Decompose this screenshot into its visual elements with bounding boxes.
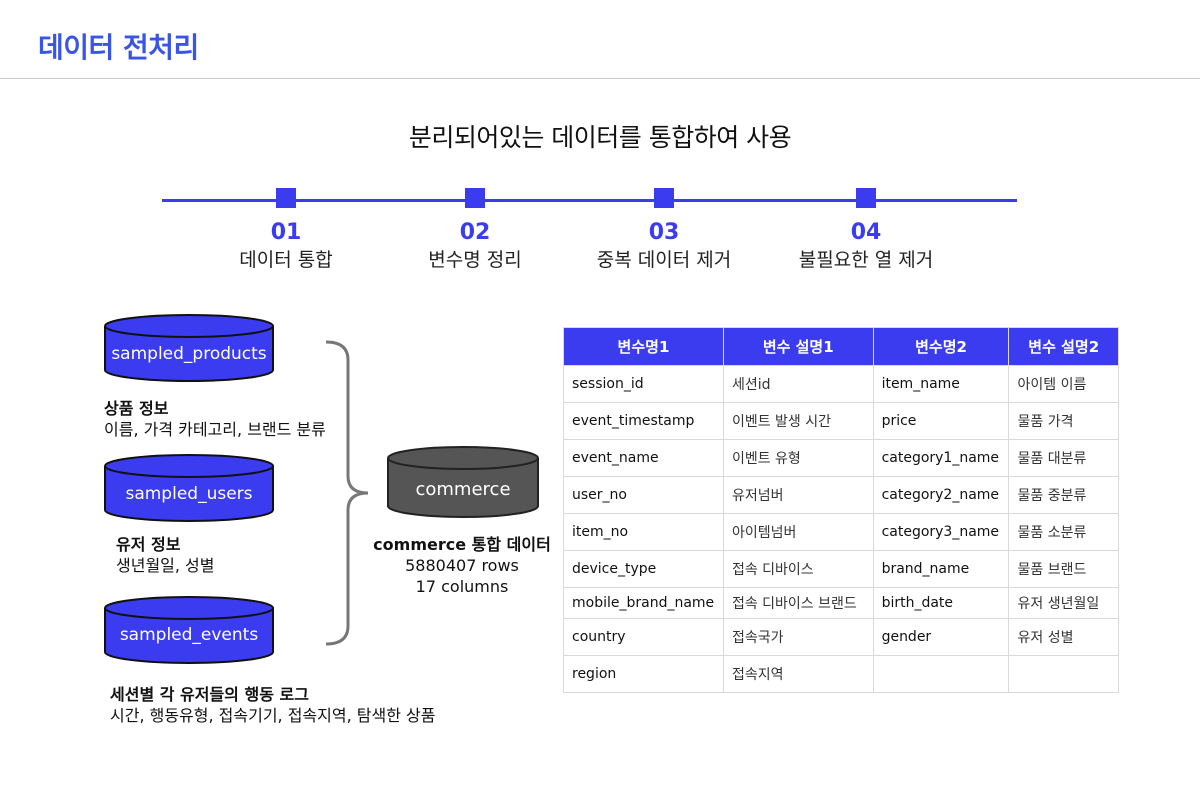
step-label: 불필요한 열 제거 <box>798 249 934 271</box>
description-detail: 시간, 행동유형, 접속기기, 접속지역, 탐색한 상품 <box>110 706 436 725</box>
table-cell <box>872 655 1010 693</box>
description-detail: 이름, 가격 카테고리, 브랜드 분류 <box>104 420 326 439</box>
step-3: 03 중복 데이터 제거 <box>564 188 764 272</box>
table-cell: gender <box>872 618 1010 656</box>
table-cell: 물품 중분류 <box>1008 476 1119 514</box>
step-marker <box>465 188 485 208</box>
table-cell: device_type <box>563 550 724 588</box>
commerce-rows: 5880407 rows <box>405 556 519 575</box>
merge-bracket-icon <box>322 340 372 650</box>
table-cell: item_no <box>563 513 724 551</box>
table-cell: 접속 디바이스 브랜드 <box>722 587 874 619</box>
users-database-icon: sampled_users <box>104 454 274 524</box>
table-cell: user_no <box>563 476 724 514</box>
table-cell: category3_name <box>872 513 1010 551</box>
step-marker <box>654 188 674 208</box>
table-row: mobile_brand_name 접속 디바이스 브랜드 birth_date… <box>563 587 1119 619</box>
table-cell: region <box>563 655 724 693</box>
description-title: 상품 정보 <box>104 399 169 418</box>
database-label: sampled_events <box>119 625 259 645</box>
step-number: 03 <box>648 220 680 245</box>
table-cell: 이벤트 발생 시간 <box>722 402 874 440</box>
table-row: country 접속국가 gender 유저 성별 <box>563 618 1119 656</box>
step-4: 04 불필요한 열 제거 <box>766 188 966 272</box>
timeline-line <box>162 199 1017 202</box>
table-cell: 접속국가 <box>722 618 874 656</box>
step-marker <box>276 188 296 208</box>
table-row: user_no 유저넘버 category2_name 물품 중분류 <box>563 476 1119 514</box>
step-number: 04 <box>850 220 882 245</box>
table-cell: 물품 소분류 <box>1008 513 1119 551</box>
column-header: 변수 설명1 <box>722 327 874 366</box>
table-cell: 물품 가격 <box>1008 402 1119 440</box>
table-cell: 유저 성별 <box>1008 618 1119 656</box>
table-row: event_name 이벤트 유형 category1_name 물품 대분류 <box>563 439 1119 477</box>
events-description: 세션별 각 유저들의 행동 로그 시간, 행동유형, 접속기기, 접속지역, 탐… <box>110 684 435 726</box>
table-cell: birth_date <box>872 587 1010 619</box>
table-row: device_type 접속 디바이스 brand_name 물품 브랜드 <box>563 550 1119 588</box>
step-1: 01 데이터 통합 <box>186 188 386 272</box>
page-title: 데이터 전처리 <box>38 31 199 64</box>
description-title: 세션별 각 유저들의 행동 로그 <box>110 685 309 704</box>
database-label: commerce <box>415 479 511 500</box>
table-cell: 유저넘버 <box>722 476 874 514</box>
table-cell: 세션id <box>722 365 874 403</box>
table-cell: category2_name <box>872 476 1010 514</box>
section-subtitle: 분리되어있는 데이터를 통합하여 사용 <box>408 123 792 152</box>
description-detail: 생년월일, 성별 <box>116 556 215 575</box>
step-2: 02 변수명 정리 <box>375 188 575 272</box>
commerce-description: commerce 통합 데이터 5880407 rows 17 columns <box>362 534 562 597</box>
table-row: item_no 아이템넘버 category3_name 물품 소분류 <box>563 513 1119 551</box>
step-label: 데이터 통합 <box>239 249 333 271</box>
step-label: 변수명 정리 <box>428 249 522 271</box>
table-cell: 유저 생년월일 <box>1008 587 1119 619</box>
header-divider <box>0 78 1200 79</box>
table-cell: category1_name <box>872 439 1010 477</box>
table-row: session_id 세션id item_name 아이템 이름 <box>563 365 1119 403</box>
step-label: 중복 데이터 제거 <box>596 249 732 271</box>
events-database-icon: sampled_events <box>104 596 274 666</box>
products-database-icon: sampled_products <box>104 314 274 384</box>
table-row: event_timestamp 이벤트 발생 시간 price 물품 가격 <box>563 402 1119 440</box>
commerce-database-icon: commerce <box>387 446 539 520</box>
table-cell: 물품 대분류 <box>1008 439 1119 477</box>
column-header: 변수명1 <box>563 327 724 366</box>
description-title: 유저 정보 <box>116 535 181 554</box>
table-cell: 이벤트 유형 <box>722 439 874 477</box>
products-description: 상품 정보 이름, 가격 카테고리, 브랜드 분류 <box>104 398 326 440</box>
table-cell: 아이템 이름 <box>1008 365 1119 403</box>
table-cell: session_id <box>563 365 724 403</box>
table-cell: 아이템넘버 <box>722 513 874 551</box>
table-header-row: 변수명1 변수 설명1 변수명2 변수 설명2 <box>563 327 1119 366</box>
variables-table: 변수명1 변수 설명1 변수명2 변수 설명2 session_id 세션id … <box>563 327 1119 693</box>
database-label: sampled_products <box>111 344 267 364</box>
table-cell: mobile_brand_name <box>563 587 724 619</box>
column-header: 변수 설명2 <box>1008 327 1119 366</box>
table-cell: event_timestamp <box>563 402 724 440</box>
database-label: sampled_users <box>125 484 253 504</box>
step-number: 01 <box>270 220 302 245</box>
table-cell: brand_name <box>872 550 1010 588</box>
column-header: 변수명2 <box>872 327 1010 366</box>
commerce-title: commerce 통합 데이터 <box>373 535 551 554</box>
table-cell: event_name <box>563 439 724 477</box>
users-description: 유저 정보 생년월일, 성별 <box>116 534 215 576</box>
table-cell: price <box>872 402 1010 440</box>
commerce-columns: 17 columns <box>415 577 509 596</box>
table-cell: 접속지역 <box>722 655 874 693</box>
table-cell: 물품 브랜드 <box>1008 550 1119 588</box>
table-cell: 접속 디바이스 <box>722 550 874 588</box>
table-cell: country <box>563 618 724 656</box>
table-row: region 접속지역 <box>563 655 1119 693</box>
table-cell <box>1008 655 1119 693</box>
step-number: 02 <box>459 220 491 245</box>
table-cell: item_name <box>872 365 1010 403</box>
step-marker <box>856 188 876 208</box>
